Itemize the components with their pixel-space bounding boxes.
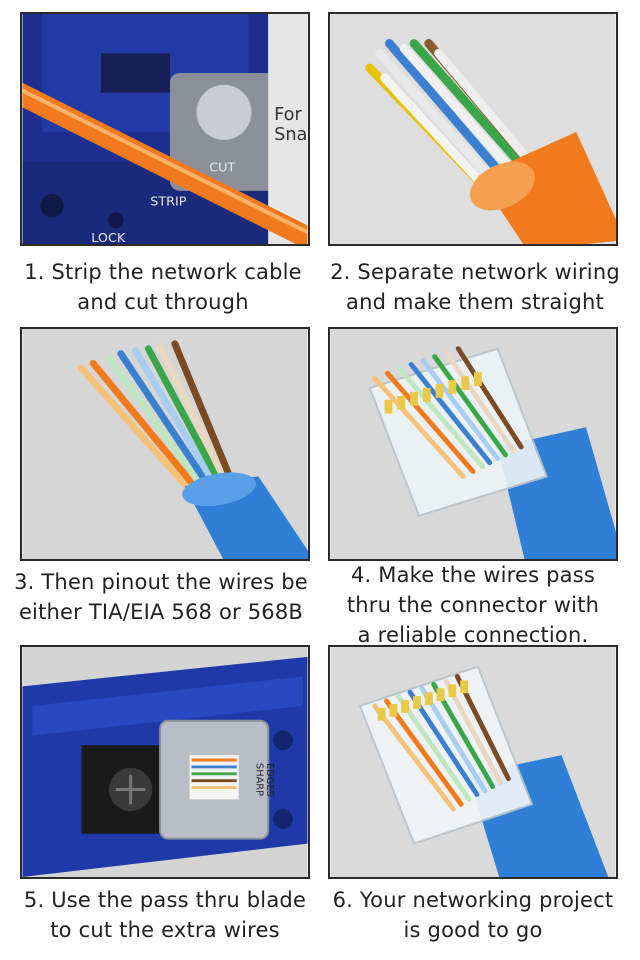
step-1-caption: 1. Strip the network cable and cut throu… (8, 257, 318, 317)
step-4-line-1: 4. Make the wires pass (350, 563, 596, 587)
crimper-strip-illustration: For Sna CUT STRIP LOCK (22, 14, 308, 244)
step-5-line-1: 5. Use the pass thru blade (23, 888, 307, 912)
cut-label: CUT (209, 160, 235, 175)
pass-thru-blade-illustration: SHARP EDGES (22, 647, 308, 877)
step-3-caption: 3. Then pinout the wires be either TIA/E… (6, 567, 316, 627)
step-5-image: SHARP EDGES (20, 645, 310, 879)
twisted-pairs-illustration (330, 14, 616, 244)
step-6-line-1: 6. Your networking project (332, 888, 614, 912)
step-2-caption: 2. Separate network wiring and make them… (320, 257, 630, 317)
step-6-image (328, 645, 618, 879)
connector-pass-through-illustration (330, 329, 616, 559)
step-4-image (328, 327, 618, 561)
step-2-image (328, 12, 618, 246)
step-5-caption: 5. Use the pass thru blade to cut the ex… (10, 885, 320, 945)
step-6-caption: 6. Your networking project is good to go (318, 885, 628, 945)
for-snap-label-2: Sna (274, 125, 307, 145)
step-2-line-2: and make them straight (346, 290, 604, 314)
step-4-caption: 4. Make the wires pass thru the connecto… (318, 560, 628, 650)
sharp-label: SHARP (253, 763, 264, 796)
for-snap-label: For (274, 105, 302, 125)
finished-connector-illustration (330, 647, 616, 877)
lock-label: LOCK (91, 231, 126, 244)
step-1-image: For Sna CUT STRIP LOCK (20, 12, 310, 246)
step-1-line-1: 1. Strip the network cable (24, 260, 302, 284)
step-1-line-2: and cut through (77, 290, 249, 314)
step-3-line-1: 3. Then pinout the wires be (14, 570, 308, 594)
step-5-line-2: to cut the extra wires (50, 918, 280, 942)
strip-label: STRIP (150, 195, 187, 210)
step-3-line-2: either TIA/EIA 568 or 568B (18, 600, 304, 624)
edges-label: EDGES (264, 763, 275, 797)
step-2-line-1: 2. Separate network wiring (330, 260, 620, 284)
step-4-line-3: a reliable connection. (357, 623, 589, 647)
pinout-wires-illustration (22, 329, 308, 559)
step-4-line-2: thru the connector with (346, 593, 600, 617)
step-3-image (20, 327, 310, 561)
step-6-line-2: is good to go (403, 918, 543, 942)
